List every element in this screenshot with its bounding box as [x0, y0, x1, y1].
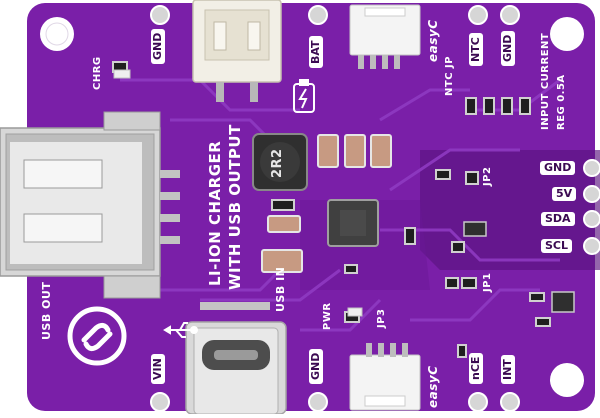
- inductor-marking: 2R2: [270, 148, 285, 178]
- top-pin-gnd-2: GND: [501, 30, 515, 66]
- capacitors-top: [317, 134, 392, 168]
- label-usb-out: USB OUT: [40, 281, 53, 340]
- label-easyc-top: easyC: [426, 19, 440, 62]
- title-line1: LI-ION CHARGER: [206, 140, 224, 286]
- smd-resistors: [112, 61, 551, 358]
- usb-c-connector: [185, 302, 287, 415]
- usb-symbol-icon: [163, 322, 198, 338]
- bottom-pin-holes: [150, 392, 520, 412]
- label-jp3: JP3: [376, 308, 387, 328]
- bottom-pin-vin: VIN: [151, 354, 165, 384]
- capacitors-left: [261, 215, 303, 273]
- label-usb-in: USB IN: [274, 266, 287, 312]
- label-chrg: CHRG: [92, 56, 103, 90]
- battery-charge-icon: [293, 79, 315, 113]
- top-pin-ntc: NTC: [469, 33, 483, 66]
- easyc-connector-bottom: [349, 343, 421, 411]
- bottom-pin-int: INT: [501, 355, 515, 384]
- charger-ic: [327, 199, 379, 247]
- label-jp1: JP1: [482, 272, 493, 292]
- inductor-2r2: [252, 133, 308, 191]
- label-jp2: JP2: [482, 166, 493, 186]
- bottom-pin-nce: nCE: [469, 352, 483, 384]
- leds: [113, 69, 363, 317]
- top-pin-gnd-1: GND: [151, 28, 165, 64]
- top-pin-holes: [150, 5, 520, 25]
- battery-jst-connector: [192, 0, 282, 102]
- soldered-logo-icon: [67, 306, 127, 366]
- top-pin-bat: BAT: [309, 36, 323, 68]
- label-pwr: PWR: [322, 302, 333, 330]
- bottom-pin-gnd: GND: [309, 348, 323, 384]
- right-pin-sda: SDA: [541, 212, 575, 226]
- easyc-connector-top: [349, 4, 421, 69]
- label-reg: REG 0.5A: [556, 74, 567, 130]
- mounting-holes: [40, 17, 584, 397]
- right-pin-holes: [583, 159, 600, 255]
- usb-a-connector: [0, 111, 180, 299]
- label-ntc-jp: NTC JP: [444, 55, 455, 96]
- label-easyc-bottom: easyC: [426, 365, 440, 408]
- right-pin-scl: SCL: [541, 239, 573, 253]
- right-pin-5v: 5V: [552, 187, 577, 201]
- label-input-current: INPUT CURRENT: [540, 32, 551, 130]
- transistors: [463, 221, 575, 313]
- title-line2: WITH USB OUTPUT: [226, 124, 244, 290]
- right-pin-gnd: GND: [540, 161, 576, 175]
